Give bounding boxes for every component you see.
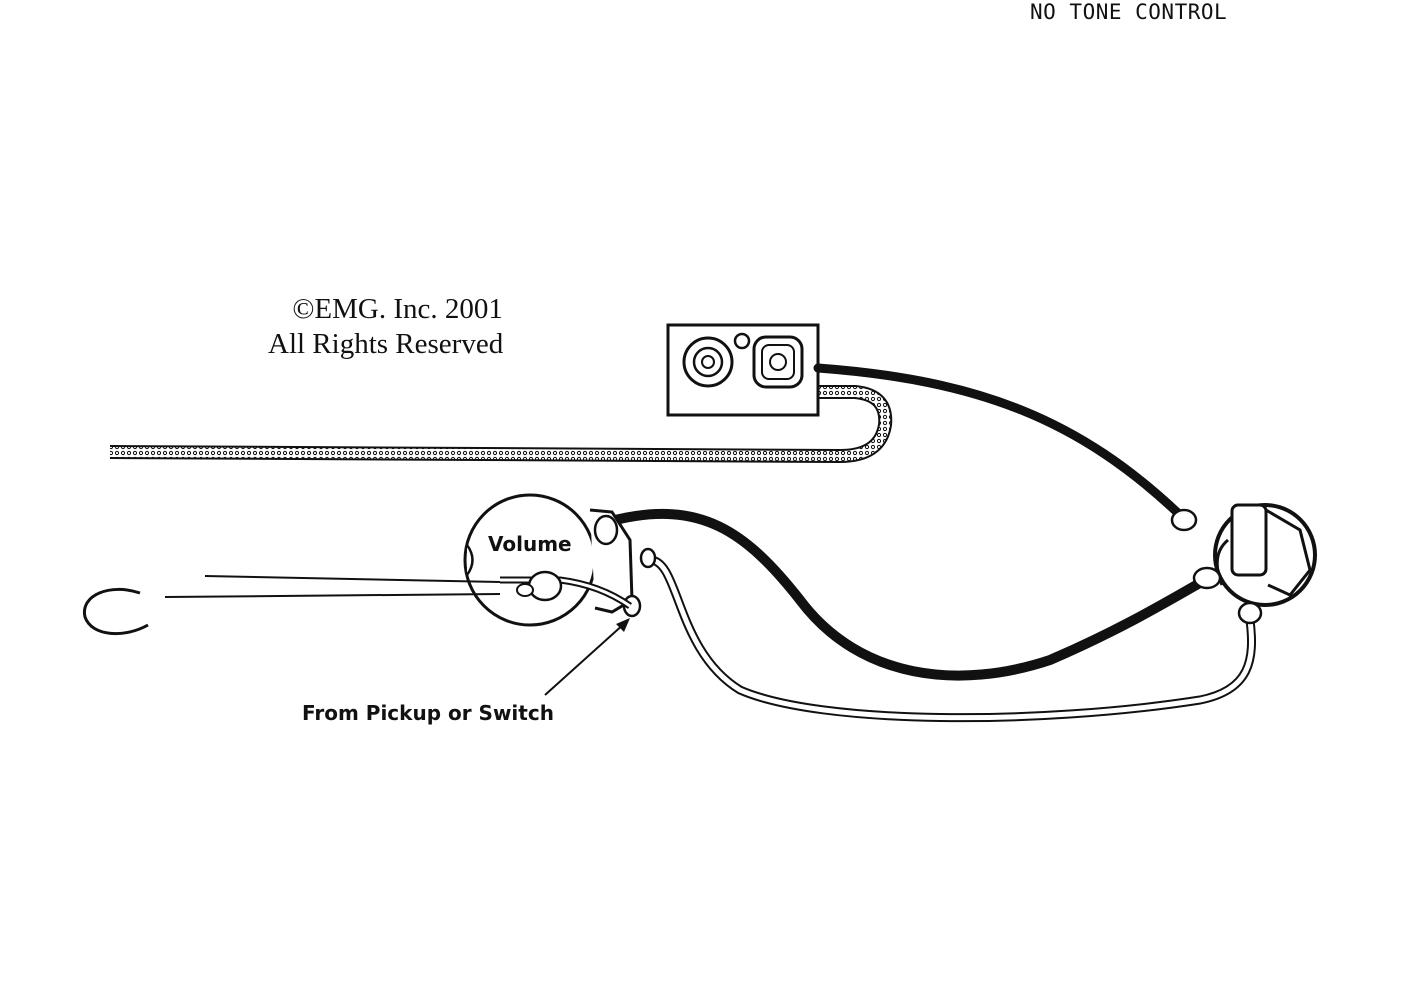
copyright-notice: ©EMG. Inc. 2001 All Rights Reserved [268,292,503,362]
black-wire-volume [610,508,1210,681]
led-hole-icon [733,332,751,350]
output-jack [1170,503,1317,625]
black-wire-jack [813,363,1185,520]
diagram-heading: NO TONE CONTROL [1030,0,1228,24]
pickup-label: From Pickup or Switch [302,701,554,725]
volume-label: Volume [488,532,572,556]
ground-wire [645,555,1257,723]
jack-socket-icon [682,336,734,388]
shielded-cable [109,385,893,464]
pickup-wires [164,570,633,609]
rights-line: All Rights Reserved [268,328,504,360]
connector-socket-icon [752,335,804,389]
copyright-line: ©EMG. Inc. 2001 [292,293,503,325]
cable-end-icon [83,588,149,636]
pickup-arrow [544,618,630,696]
output-jack-plate [666,323,820,417]
